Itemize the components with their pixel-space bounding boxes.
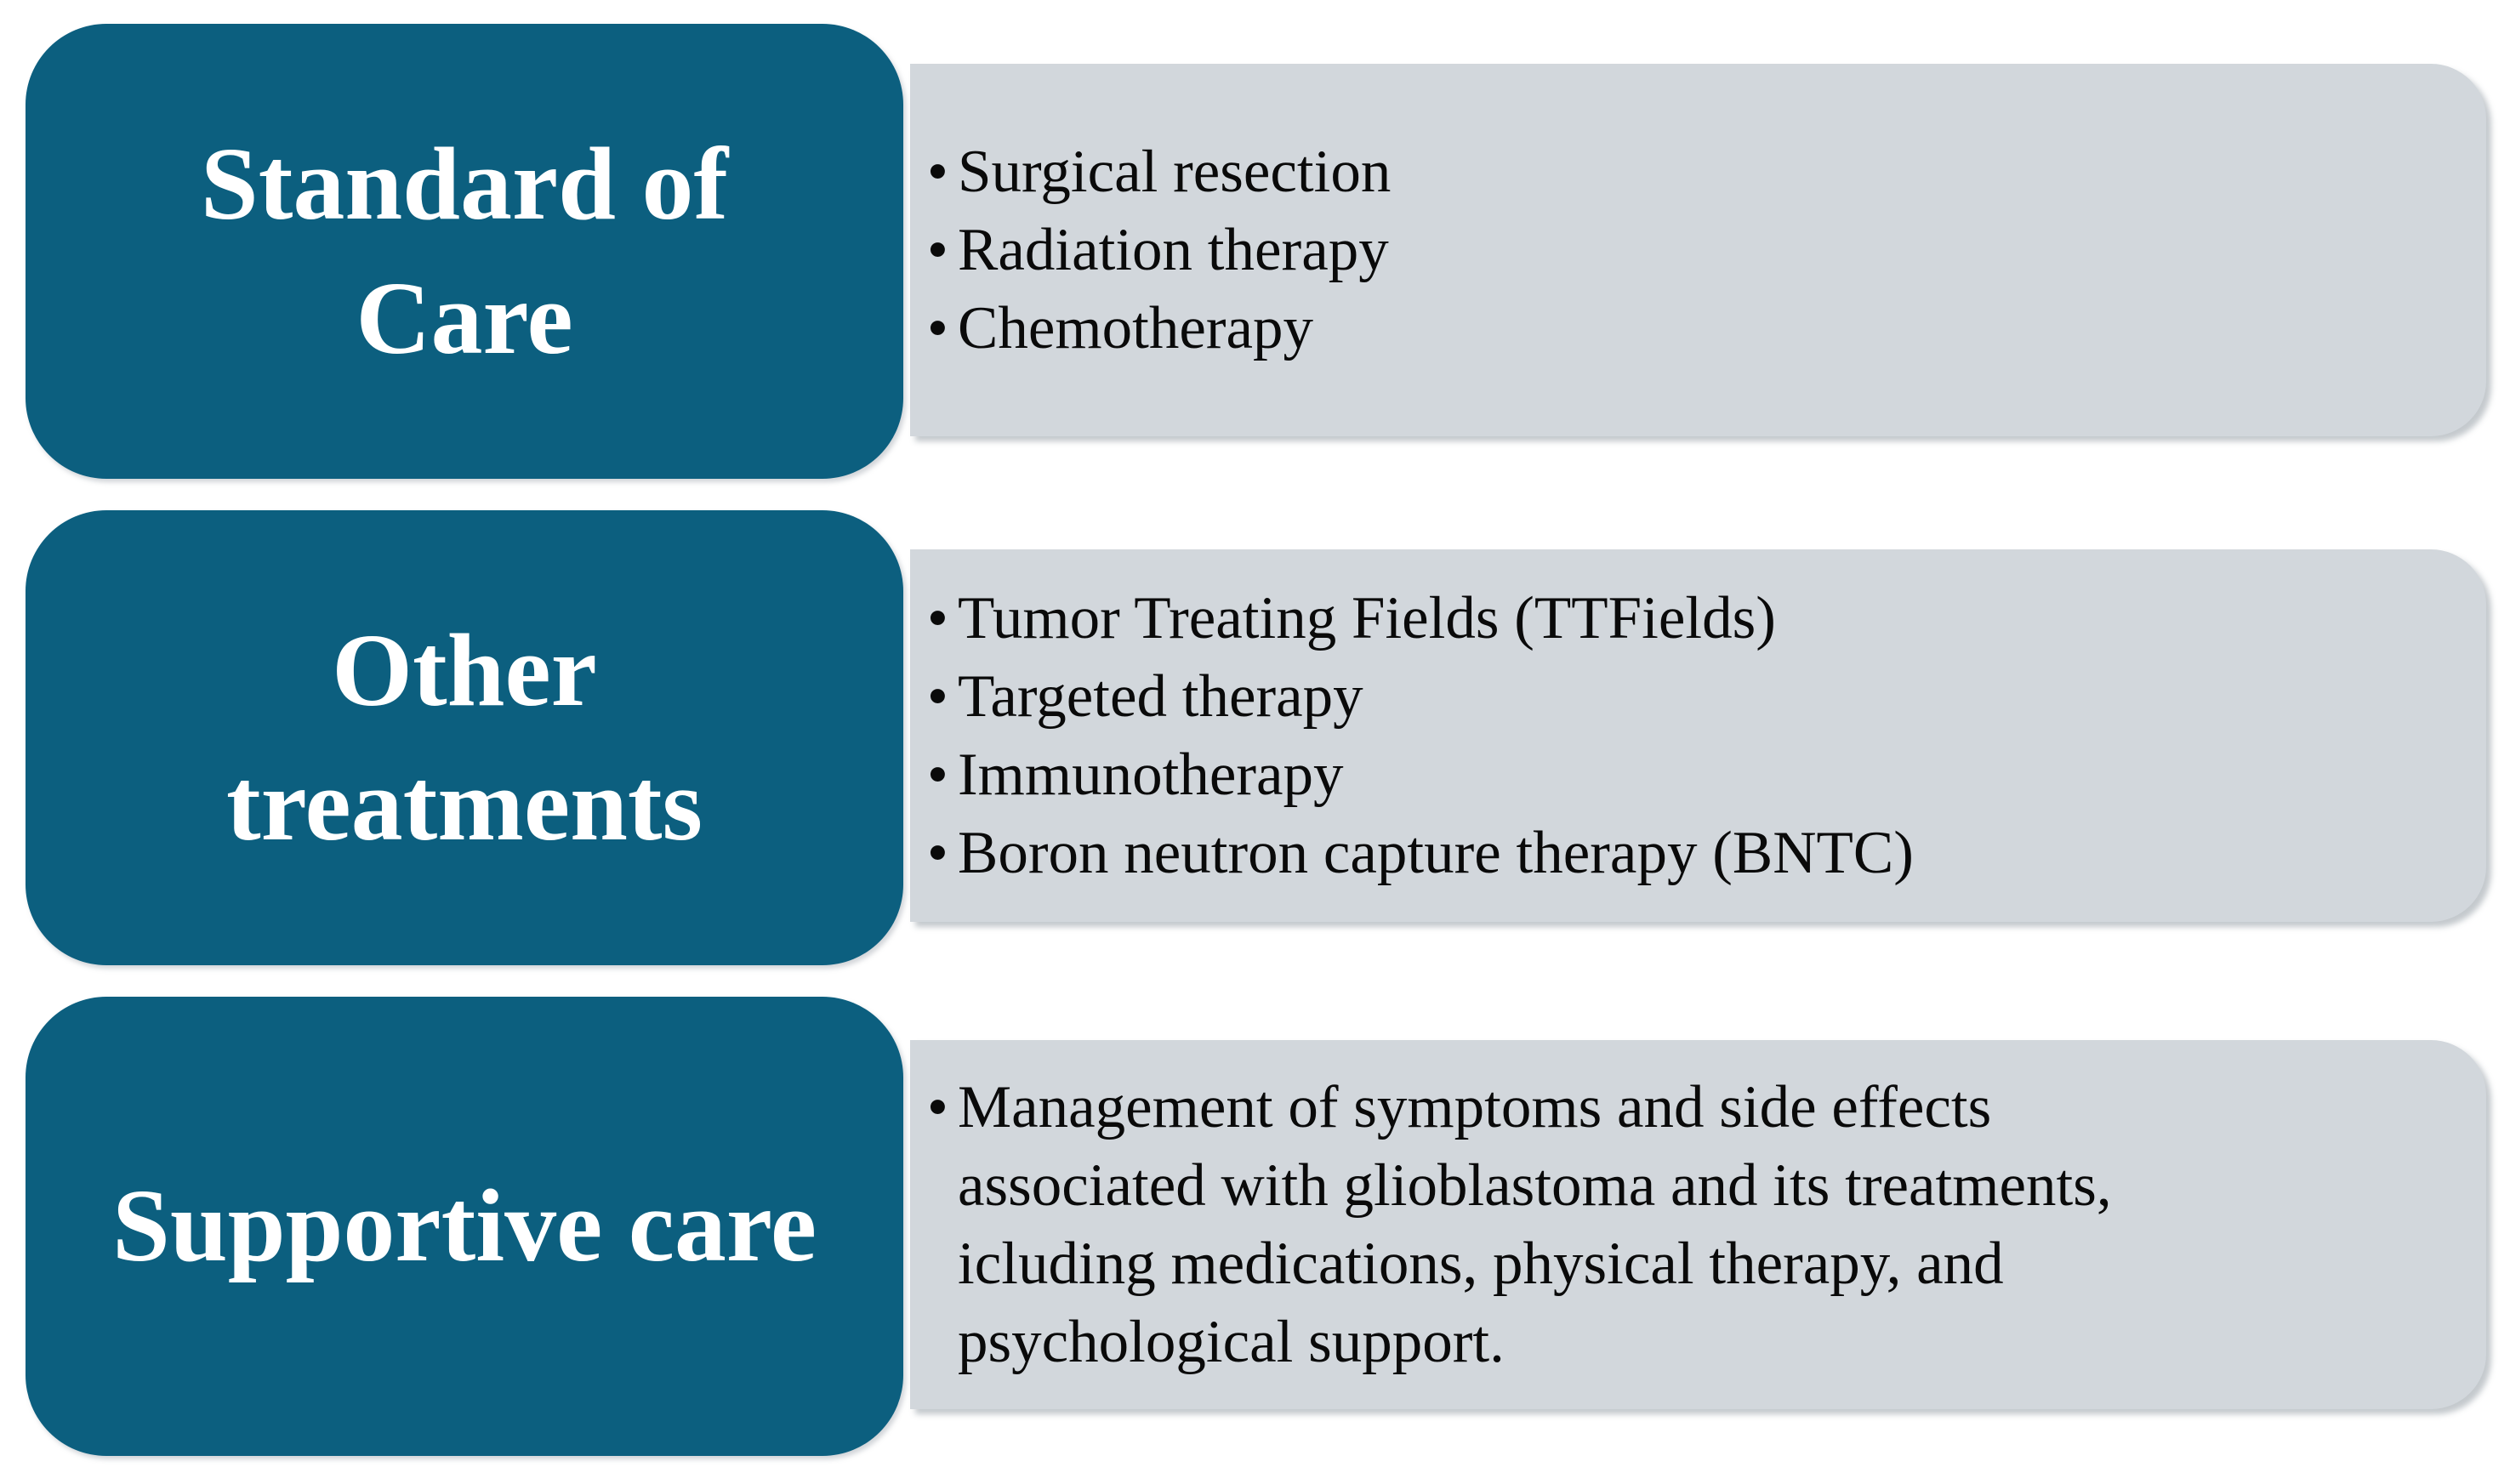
bullet-text: Chemotherapy [958, 295, 1313, 361]
bullet-icon: • [927, 295, 948, 361]
bullet-text: Surgical resection [958, 139, 1392, 205]
bullet-icon: • [927, 217, 948, 283]
list-item: • Boron neutron capture therapy (BNTC) [927, 814, 2448, 892]
bullet-text: Targeted therapy [958, 663, 1363, 730]
panel-other-treatments-details: • Tumor Treating Fields (TTFields) • Tar… [910, 549, 2486, 922]
bullet-text: Management of symptoms and side effects … [958, 1074, 2112, 1375]
panel-supportive-care-details: • Management of symptoms and side effect… [910, 1040, 2486, 1409]
bullet-icon: • [927, 585, 948, 651]
list-item: • Surgical resection [927, 133, 2448, 211]
panel-standard-of-care-details: • Surgical resection • Radiation therapy… [910, 64, 2486, 436]
list-item: • Radiation therapy [927, 211, 2448, 289]
bullet-icon: • [927, 139, 948, 205]
heading-supportive-care: Supportive care [112, 1168, 817, 1283]
list-item: • Management of symptoms and side effect… [927, 1068, 2448, 1381]
list-item: • Targeted therapy [927, 657, 2448, 736]
list-item: • Immunotherapy [927, 736, 2448, 814]
list-item: • Tumor Treating Fields (TTFields) [927, 579, 2448, 657]
bullet-text: Radiation therapy [958, 217, 1389, 283]
bullet-text: Tumor Treating Fields (TTFields) [958, 585, 1776, 651]
list-item: • Chemotherapy [927, 289, 2448, 367]
box-standard-of-care: Standard of Care [26, 24, 903, 479]
bullet-icon: • [927, 1074, 948, 1140]
bullet-icon: • [927, 663, 948, 730]
box-other-treatments: Other treatments [26, 510, 903, 965]
bullet-list-standard-of-care: • Surgical resection • Radiation therapy… [927, 133, 2448, 367]
heading-other-treatments: Other treatments [225, 612, 703, 862]
bullet-text: Boron neutron capture therapy (BNTC) [958, 820, 1914, 886]
bullet-list-other-treatments: • Tumor Treating Fields (TTFields) • Tar… [927, 579, 2448, 892]
heading-standard-of-care: Standard of Care [200, 126, 729, 376]
bullet-icon: • [927, 742, 948, 808]
bullet-text: Immunotherapy [958, 742, 1344, 808]
bullet-icon: • [927, 820, 948, 886]
bullet-list-supportive-care: • Management of symptoms and side effect… [927, 1068, 2448, 1381]
box-supportive-care: Supportive care [26, 997, 903, 1456]
